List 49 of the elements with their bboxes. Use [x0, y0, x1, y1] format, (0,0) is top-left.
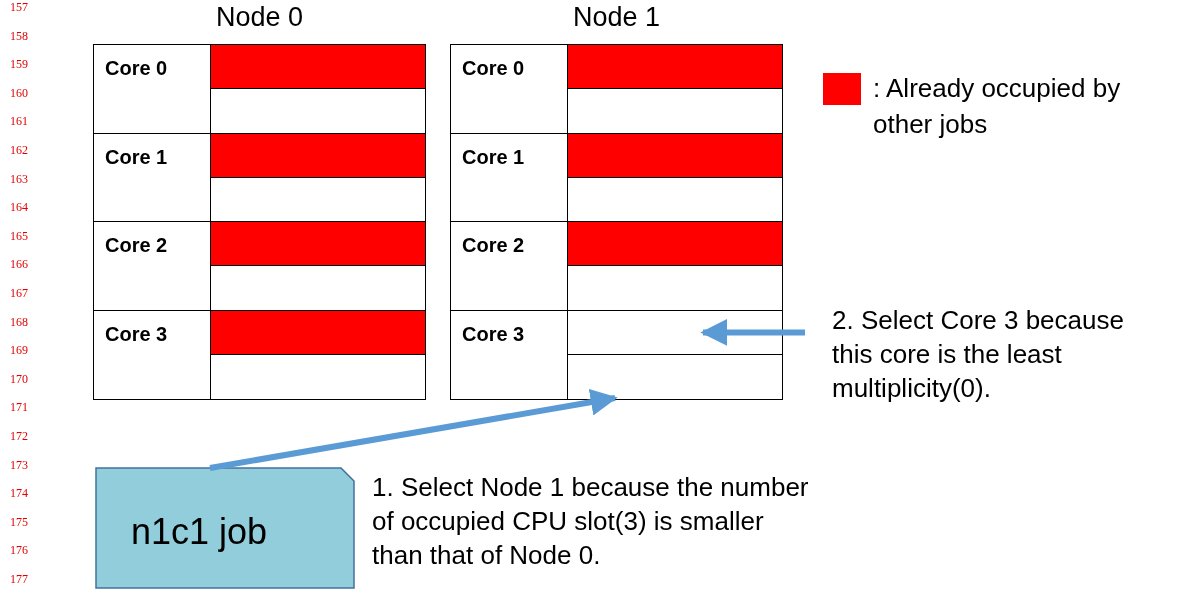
slot-cell — [567, 353, 783, 400]
line-number: 166 — [10, 257, 28, 273]
core-label: Core 2 — [450, 221, 569, 311]
line-number: 169 — [10, 343, 28, 359]
note-text: 1. Select Node 1 because the number of occupied CPU slot(3) is smaller than that of Node 0. — [372, 471, 810, 572]
line-number: 173 — [10, 457, 28, 473]
table-heading: Node 1 — [571, 2, 662, 33]
line-number: 171 — [10, 400, 28, 416]
arrow — [700, 318, 805, 346]
legend-text: : Already occupied by other jobs — [873, 72, 1122, 141]
core-label: Core 0 — [450, 44, 569, 134]
line-number: 158 — [10, 28, 28, 44]
line-number: 170 — [10, 371, 28, 387]
line-number: 167 — [10, 286, 28, 301]
core-label: Core 0 — [93, 44, 212, 134]
line-number: 177 — [10, 572, 28, 587]
slot-cell — [567, 265, 783, 311]
slot-cell — [210, 265, 426, 311]
slot-cell — [567, 132, 783, 179]
line-number: 176 — [10, 543, 28, 559]
line-number: 165 — [10, 228, 28, 244]
slot-cell — [210, 353, 426, 400]
line-number: 161 — [10, 114, 28, 130]
line-number: 172 — [10, 429, 28, 444]
core-label: Core 2 — [93, 221, 212, 311]
line-number: 175 — [10, 514, 28, 530]
line-number: 163 — [10, 171, 28, 187]
note-text: 2. Select Core 3 because this core is the least multiplicity(0). — [832, 303, 1167, 405]
slot-cell — [210, 176, 426, 223]
table-heading: Node 0 — [214, 2, 305, 33]
line-number: 160 — [10, 85, 28, 101]
core-label: Core 3 — [93, 309, 212, 400]
core-label: Core 3 — [450, 309, 569, 400]
slot-cell — [567, 221, 783, 267]
line-number: 159 — [10, 57, 28, 73]
line-number: 162 — [10, 143, 28, 158]
slot-cell — [210, 309, 426, 356]
slot-cell — [210, 132, 426, 179]
slot-cell — [210, 88, 426, 134]
slot-cell — [210, 221, 426, 267]
slot-cell — [210, 44, 426, 90]
line-number: 157 — [10, 0, 28, 15]
line-number: 168 — [10, 314, 28, 330]
slot-cell — [567, 88, 783, 134]
line-number: 174 — [10, 486, 28, 502]
job-label: n1c1 job — [131, 511, 268, 553]
slot-cell — [567, 176, 783, 223]
slot-cell — [567, 44, 783, 90]
line-number: 164 — [10, 200, 28, 216]
